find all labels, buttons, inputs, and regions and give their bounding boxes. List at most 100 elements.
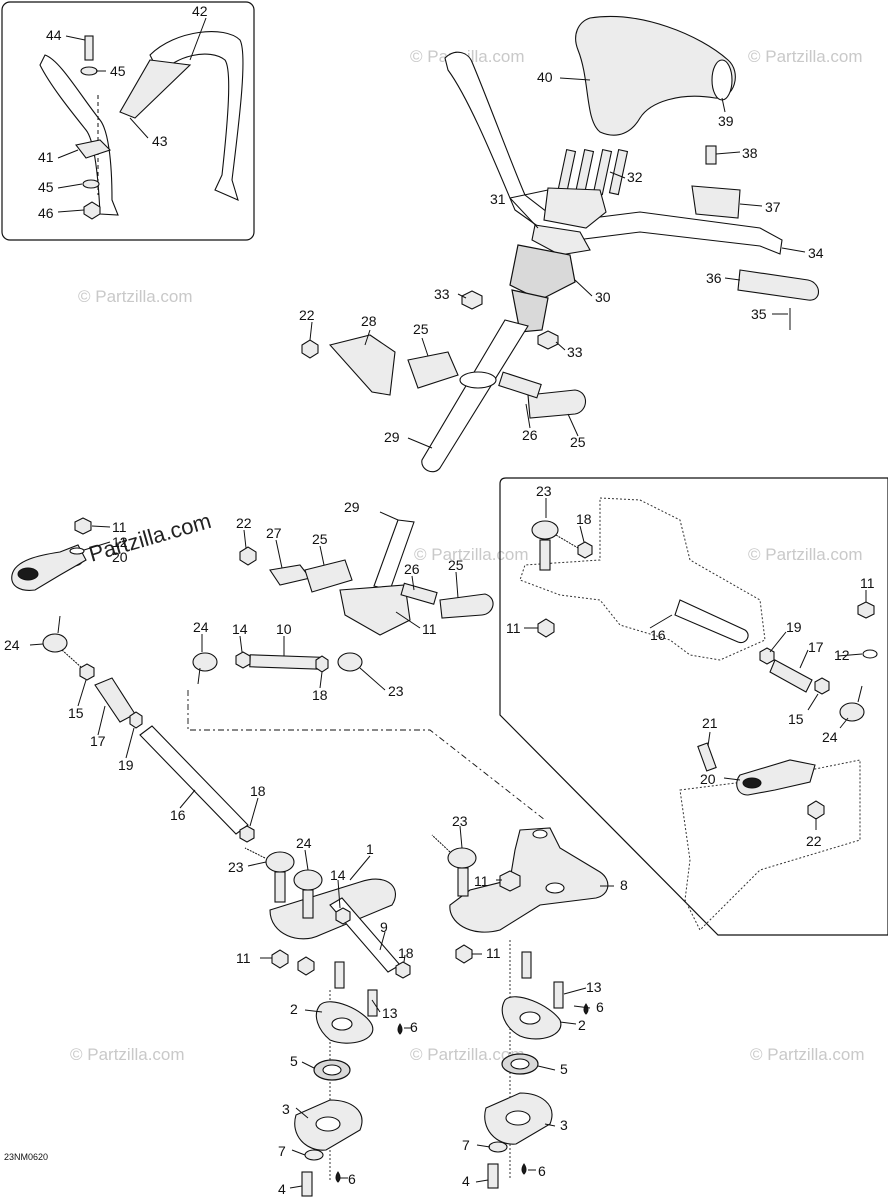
callout-29: 29 — [384, 429, 400, 445]
riser-lower — [511, 289, 549, 333]
callout-24: 24 — [4, 637, 20, 653]
handle-37 — [691, 185, 741, 219]
ball-joint-stud — [197, 667, 201, 685]
callout-35: 35 — [751, 306, 767, 322]
callout-4: 4 — [278, 1181, 286, 1197]
bolt-4 — [487, 1163, 499, 1189]
inset-frame-top-left — [1, 1, 255, 241]
callout-16: 16 — [170, 807, 186, 823]
callout-24: 24 — [822, 729, 838, 745]
pad-strip-43 — [119, 59, 192, 119]
thread — [555, 534, 579, 549]
bolt-4 — [301, 1171, 313, 1197]
watermark: © Partzilla.com — [78, 287, 193, 306]
frame-outline — [519, 497, 766, 661]
lower-left-assembly — [269, 869, 411, 1197]
callout-28: 28 — [361, 313, 377, 329]
steering-column-29 — [421, 319, 529, 473]
bolt-13 — [553, 981, 564, 1009]
bolt-32 — [592, 148, 613, 196]
nut-33 — [537, 330, 559, 350]
nut-11 — [537, 618, 555, 638]
stud — [457, 867, 469, 897]
ski-outline — [679, 759, 861, 931]
flange-hole — [505, 1110, 531, 1126]
nut-18 — [315, 655, 329, 673]
callout-36: 36 — [706, 270, 722, 286]
nut-15 — [814, 677, 830, 695]
bracket-8 — [449, 827, 609, 933]
pitman-arm-20 — [736, 759, 816, 796]
callout-11: 11 — [112, 519, 127, 535]
callout-1: 1 — [366, 841, 374, 857]
washer-45-bottom — [82, 179, 100, 189]
nut-14 — [335, 907, 351, 925]
callout-14: 14 — [232, 621, 248, 637]
callout-26: 26 — [522, 427, 538, 443]
callout-23: 23 — [452, 813, 468, 829]
screw-38 — [705, 145, 717, 165]
callout-44: 44 — [46, 27, 62, 43]
washer-12 — [69, 547, 85, 555]
callout-19: 19 — [118, 757, 134, 773]
washer-12 — [862, 649, 878, 659]
clamp-31 — [543, 187, 607, 229]
nut-18 — [395, 961, 411, 979]
callout-7: 7 — [278, 1143, 286, 1159]
bolt-13 — [334, 961, 345, 989]
callout-33: 33 — [567, 344, 583, 360]
drop-icon — [397, 1023, 403, 1035]
callout-14: 14 — [330, 867, 346, 883]
callout-8: 8 — [620, 877, 628, 893]
callout-21: 21 — [702, 715, 718, 731]
callout-12: 12 — [112, 534, 128, 550]
watermark: © Partzilla.com — [70, 1045, 185, 1064]
callout-25: 25 — [312, 531, 328, 547]
bolt-32 — [574, 148, 595, 196]
callout-15: 15 — [68, 705, 84, 721]
callout-19: 19 — [786, 619, 802, 635]
callout-18: 18 — [398, 945, 414, 961]
middle-assembly — [187, 519, 546, 821]
ball-joint-24 — [192, 652, 218, 672]
washer-7 — [304, 1149, 324, 1161]
nut-11 — [499, 870, 521, 892]
handlebar-assembly — [301, 15, 820, 473]
ball-joint-23 — [531, 520, 559, 540]
callout-11: 11 — [486, 945, 501, 961]
callout-42: 42 — [192, 3, 208, 19]
nut-22 — [807, 800, 825, 820]
watermark-overlay: © Partzilla.com — [64, 508, 213, 573]
nut-11 — [74, 517, 92, 535]
callout-18: 18 — [250, 783, 266, 799]
callout-6: 6 — [410, 1019, 418, 1035]
pad-end-39 — [711, 59, 733, 101]
bolt-13 — [521, 951, 532, 979]
adjuster-17 — [94, 677, 136, 723]
bracket-hole — [545, 882, 565, 894]
bracket-hole — [532, 829, 548, 839]
callout-2: 2 — [578, 1017, 586, 1033]
arm-eye — [742, 777, 762, 789]
handlebar-34 — [444, 51, 783, 255]
stud — [302, 889, 314, 919]
watermark: © Partzilla.com — [748, 47, 863, 66]
callout-23: 23 — [536, 483, 552, 499]
callout-11: 11 — [860, 575, 875, 591]
clamp-25 — [304, 559, 353, 593]
callout-3: 3 — [560, 1117, 568, 1133]
centerline — [187, 690, 546, 821]
tie-rod-10 — [249, 654, 321, 670]
adjuster-17 — [769, 659, 813, 693]
callout-4: 4 — [462, 1173, 470, 1189]
callout-13: 13 — [382, 1005, 398, 1021]
callout-2: 2 — [290, 1001, 298, 1017]
nut-22 — [239, 546, 257, 566]
thread — [61, 649, 83, 669]
callout-31: 31 — [490, 191, 506, 207]
callout-11: 11 — [506, 620, 521, 636]
stud — [857, 685, 863, 703]
spacer-26 — [498, 371, 542, 399]
callout-27: 27 — [266, 525, 282, 541]
